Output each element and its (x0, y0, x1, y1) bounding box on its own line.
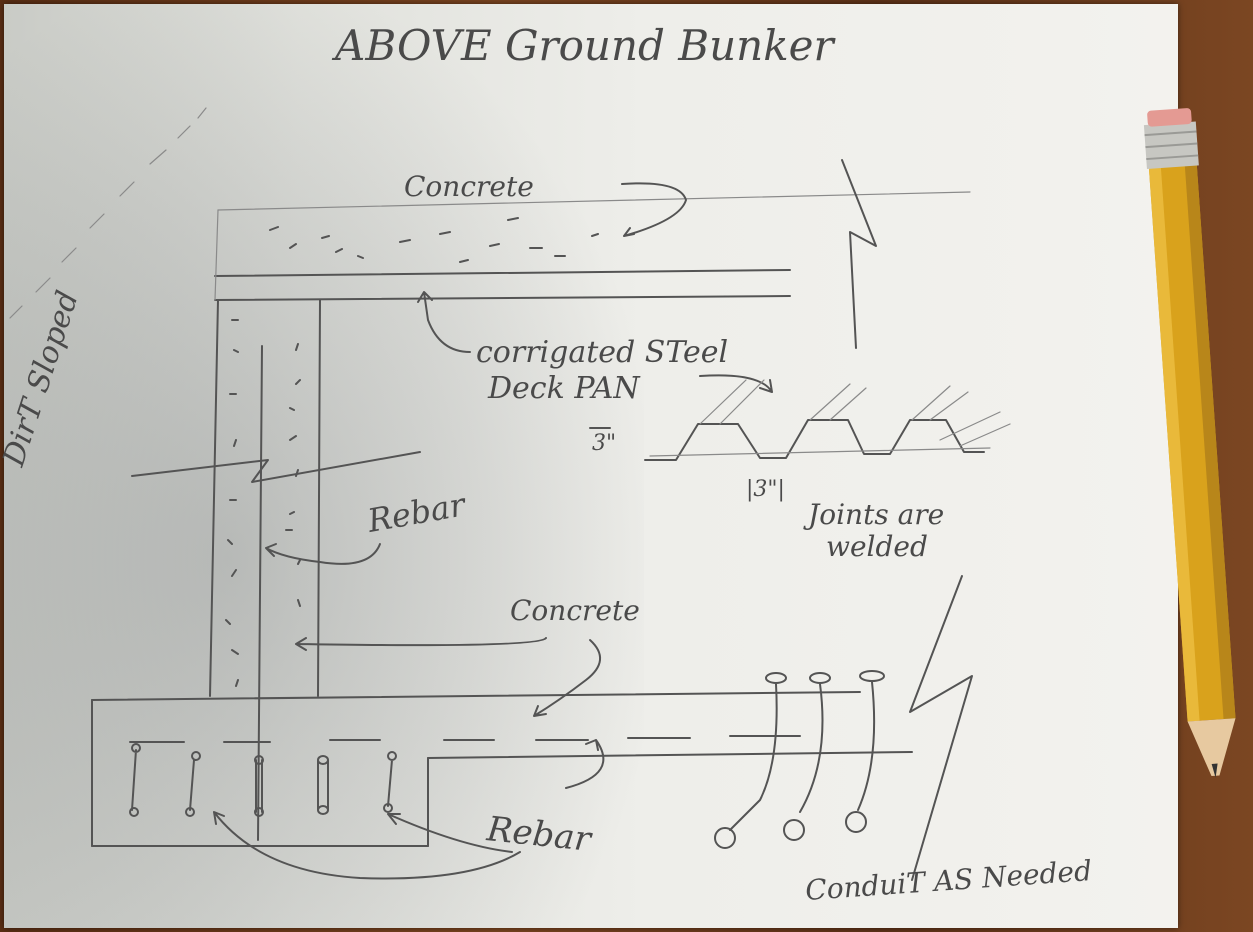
wall (209, 299, 321, 841)
conduits (714, 670, 885, 849)
roof-slab (214, 191, 971, 301)
arrow-rebar-right (387, 813, 513, 853)
pencil-icon (1143, 108, 1236, 778)
paper-sheet (4, 4, 1178, 928)
label-corrugated-steel: corrigated STeel (476, 335, 728, 370)
deck-pan-profile (644, 379, 1011, 461)
arrow-rebar-left (213, 811, 521, 880)
footing (91, 691, 913, 847)
arrow-concrete-top (621, 182, 687, 237)
paper-shadow (4, 4, 644, 928)
arrow-concrete-slab (533, 639, 601, 717)
label-rebar-footing: Rebar (484, 809, 594, 860)
arrow-slab-rebar (565, 739, 605, 789)
diagram-title: ABOVE Ground Bunker (331, 21, 837, 70)
footing-rebar (129, 743, 397, 817)
label-joints: Joints are (803, 498, 944, 531)
arrow-corrugated (417, 291, 471, 353)
break-line-wall (131, 451, 421, 483)
dim-width-label: |3"| (746, 477, 785, 502)
label-conduit: ConduiT AS Needed (804, 854, 1093, 907)
label-concrete-top: Concrete (404, 170, 534, 203)
dirt-slope-line (9, 107, 207, 319)
dim-height-label: 3" (592, 431, 616, 456)
arrow-deck-pan (699, 374, 773, 393)
label-deck-pan: Deck PAN (487, 371, 641, 406)
break-line-footing (909, 575, 973, 881)
label-concrete-bottom: Concrete (510, 594, 640, 627)
arrow-rebar-wall (265, 543, 381, 565)
break-line-roof (841, 159, 877, 349)
label-welded: welded (826, 530, 928, 563)
label-rebar-wall: Rebar (364, 485, 470, 540)
arrow-concrete-wall (295, 637, 547, 651)
